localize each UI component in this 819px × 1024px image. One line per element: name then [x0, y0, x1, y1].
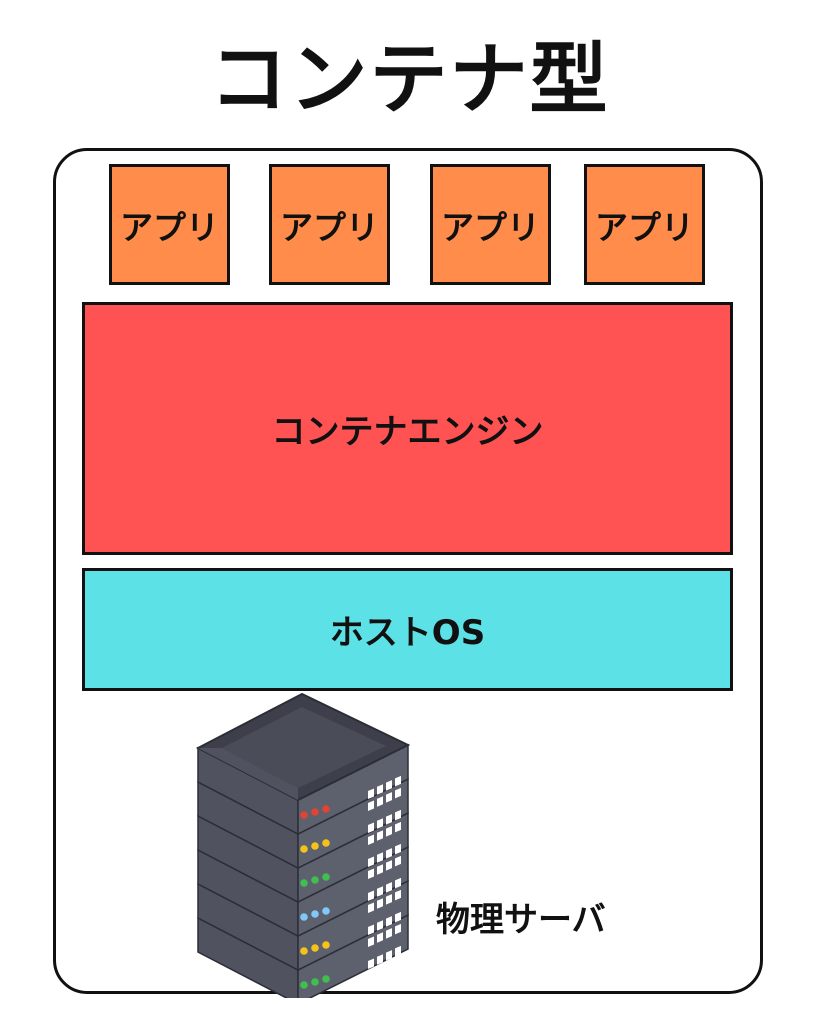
status-led — [300, 811, 308, 819]
vent-slot — [377, 784, 383, 795]
container-engine-label: コンテナエンジン — [271, 412, 544, 452]
status-led — [322, 873, 330, 881]
app-box-3: アプリ — [430, 164, 551, 285]
vent-slot — [395, 889, 401, 901]
server-unit — [197, 743, 409, 836]
vent-slot — [395, 821, 401, 833]
diagram-title: コンテナ型 — [209, 35, 610, 125]
vent-slot — [386, 950, 392, 961]
vent-slot — [395, 877, 401, 889]
vent-slot — [386, 780, 392, 791]
status-led — [311, 876, 319, 884]
vent-slot — [377, 898, 383, 909]
status-led — [322, 975, 330, 983]
vent-slot — [386, 826, 392, 837]
status-led — [300, 981, 308, 989]
vent-slot — [386, 882, 392, 893]
vent-slot — [377, 932, 383, 943]
status-led — [311, 944, 319, 952]
vent-slot — [368, 868, 374, 879]
status-led — [311, 842, 319, 850]
vent-slot — [395, 809, 401, 821]
app-label: アプリ — [280, 207, 379, 247]
vent-slot — [377, 796, 383, 807]
vent-slot — [368, 902, 374, 913]
app-label: アプリ — [595, 207, 694, 247]
vent-slot — [377, 818, 383, 829]
vent-slot — [395, 843, 401, 855]
vent-slot — [386, 894, 392, 905]
vent-slot — [395, 787, 401, 799]
server-units — [197, 743, 409, 998]
vent-slot — [377, 852, 383, 863]
status-led — [300, 879, 308, 887]
vent-slot — [386, 962, 392, 973]
vent-slot — [395, 923, 401, 935]
vent-slot — [395, 957, 401, 969]
vent-slot — [386, 860, 392, 871]
vent-slot — [368, 834, 374, 845]
status-led — [311, 808, 319, 816]
server-rack-icon — [195, 692, 411, 998]
vent-slot — [368, 924, 374, 935]
vent-slot — [377, 920, 383, 931]
vent-slot — [377, 886, 383, 897]
vent-slot — [395, 855, 401, 867]
vent-slot — [368, 958, 374, 969]
app-box-4: アプリ — [584, 164, 705, 285]
vent-slot — [386, 814, 392, 825]
host-os-label: ホストOS — [329, 613, 486, 653]
status-led — [322, 839, 330, 847]
vent-slot — [368, 788, 374, 799]
status-led — [322, 907, 330, 915]
vent-slot — [377, 864, 383, 875]
app-box-2: アプリ — [269, 164, 390, 285]
vent-slot — [368, 800, 374, 811]
vent-slot — [377, 830, 383, 841]
app-box-1: アプリ — [109, 164, 230, 285]
vent-slot — [368, 856, 374, 867]
app-label: アプリ — [441, 207, 540, 247]
vent-slot — [395, 945, 401, 957]
status-led — [300, 845, 308, 853]
app-label: アプリ — [120, 207, 219, 247]
vent-slot — [368, 890, 374, 901]
vent-slot — [386, 916, 392, 927]
status-led — [300, 913, 308, 921]
vent-slot — [386, 848, 392, 859]
vent-slot — [386, 792, 392, 803]
container-engine-layer: コンテナエンジン — [82, 302, 733, 555]
status-led — [311, 910, 319, 918]
status-led — [311, 978, 319, 986]
server-top — [195, 692, 411, 802]
vent-slot — [377, 954, 383, 965]
vent-slot — [368, 936, 374, 947]
vent-slot — [377, 966, 383, 977]
host-os-layer: ホストOS — [82, 568, 733, 691]
status-led — [322, 805, 330, 813]
vent-slot — [386, 928, 392, 939]
vent-slot — [395, 775, 401, 787]
vent-slot — [395, 911, 401, 923]
status-led — [300, 947, 308, 955]
status-led — [322, 941, 330, 949]
vent-slot — [368, 970, 374, 981]
physical-server-label: 物理サーバ — [436, 900, 606, 940]
vent-slot — [368, 822, 374, 833]
